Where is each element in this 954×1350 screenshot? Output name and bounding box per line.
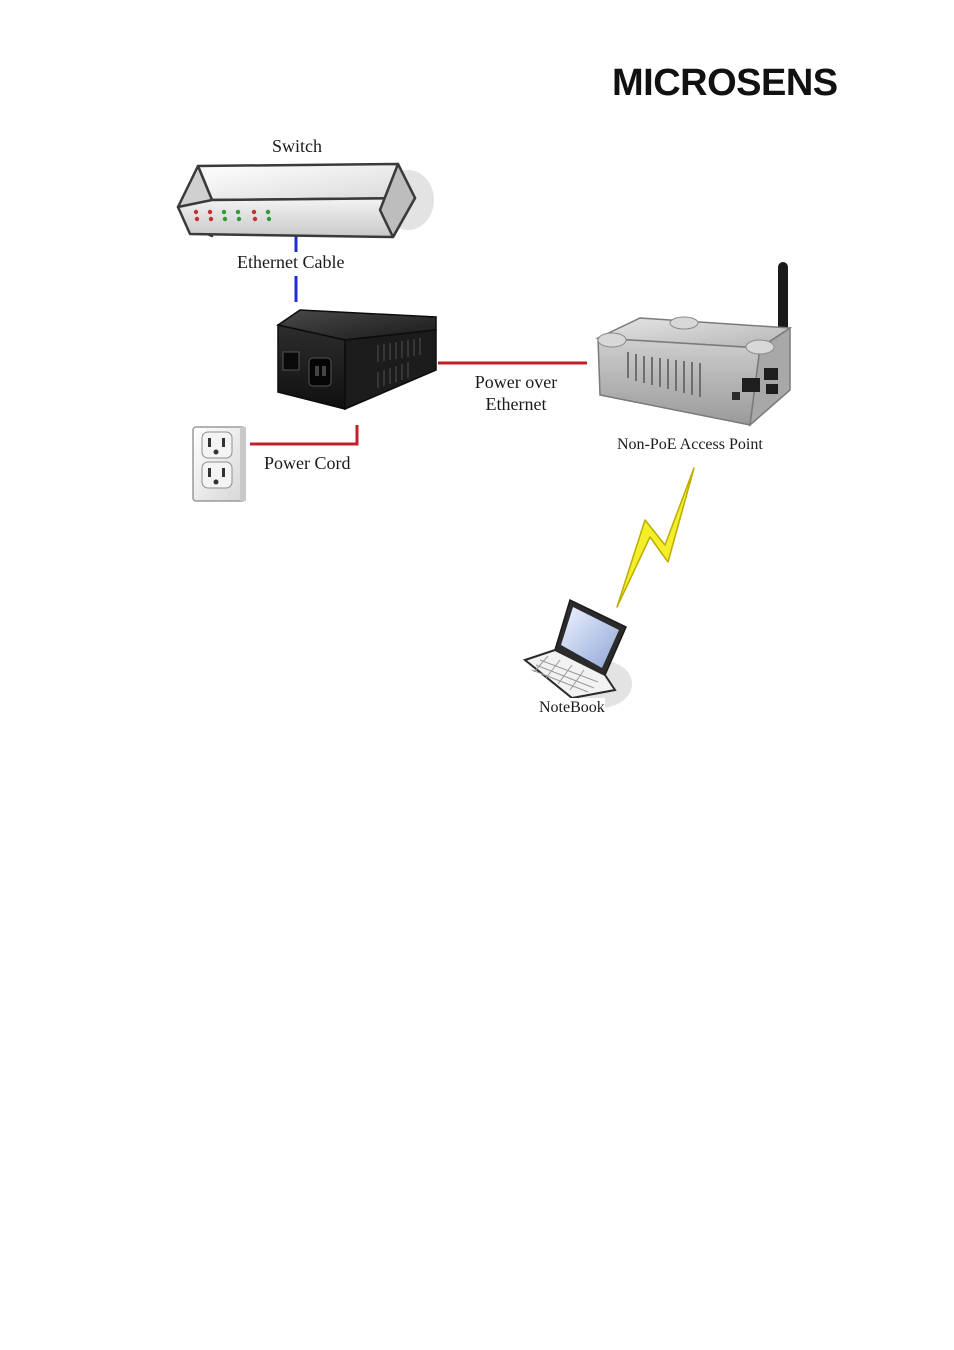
switch-port-leds	[193, 209, 272, 222]
wall-outlet-icon	[192, 426, 246, 502]
ethernet-cable-label: Ethernet Cable	[237, 252, 345, 274]
poe-label-line1: Power over	[474, 372, 558, 392]
power-cord-label: Power Cord	[264, 453, 351, 475]
poe-label: Power over Ethernet	[464, 372, 568, 416]
access-point-label: Non-PoE Access Point	[617, 435, 763, 455]
switch-label: Switch	[272, 136, 323, 158]
switch-icon	[176, 162, 434, 239]
notebook-label: NoteBook	[539, 698, 605, 718]
poe-label-line2: Ethernet	[485, 393, 547, 414]
brand-logo: MICROSENS	[612, 62, 838, 104]
access-point-icon	[595, 262, 793, 427]
antenna-icon	[778, 262, 788, 340]
lightning-bolt-icon	[616, 467, 695, 608]
notebook-icon	[522, 598, 632, 708]
poe-injector-icon	[276, 309, 437, 411]
power-cord-line	[250, 425, 359, 446]
